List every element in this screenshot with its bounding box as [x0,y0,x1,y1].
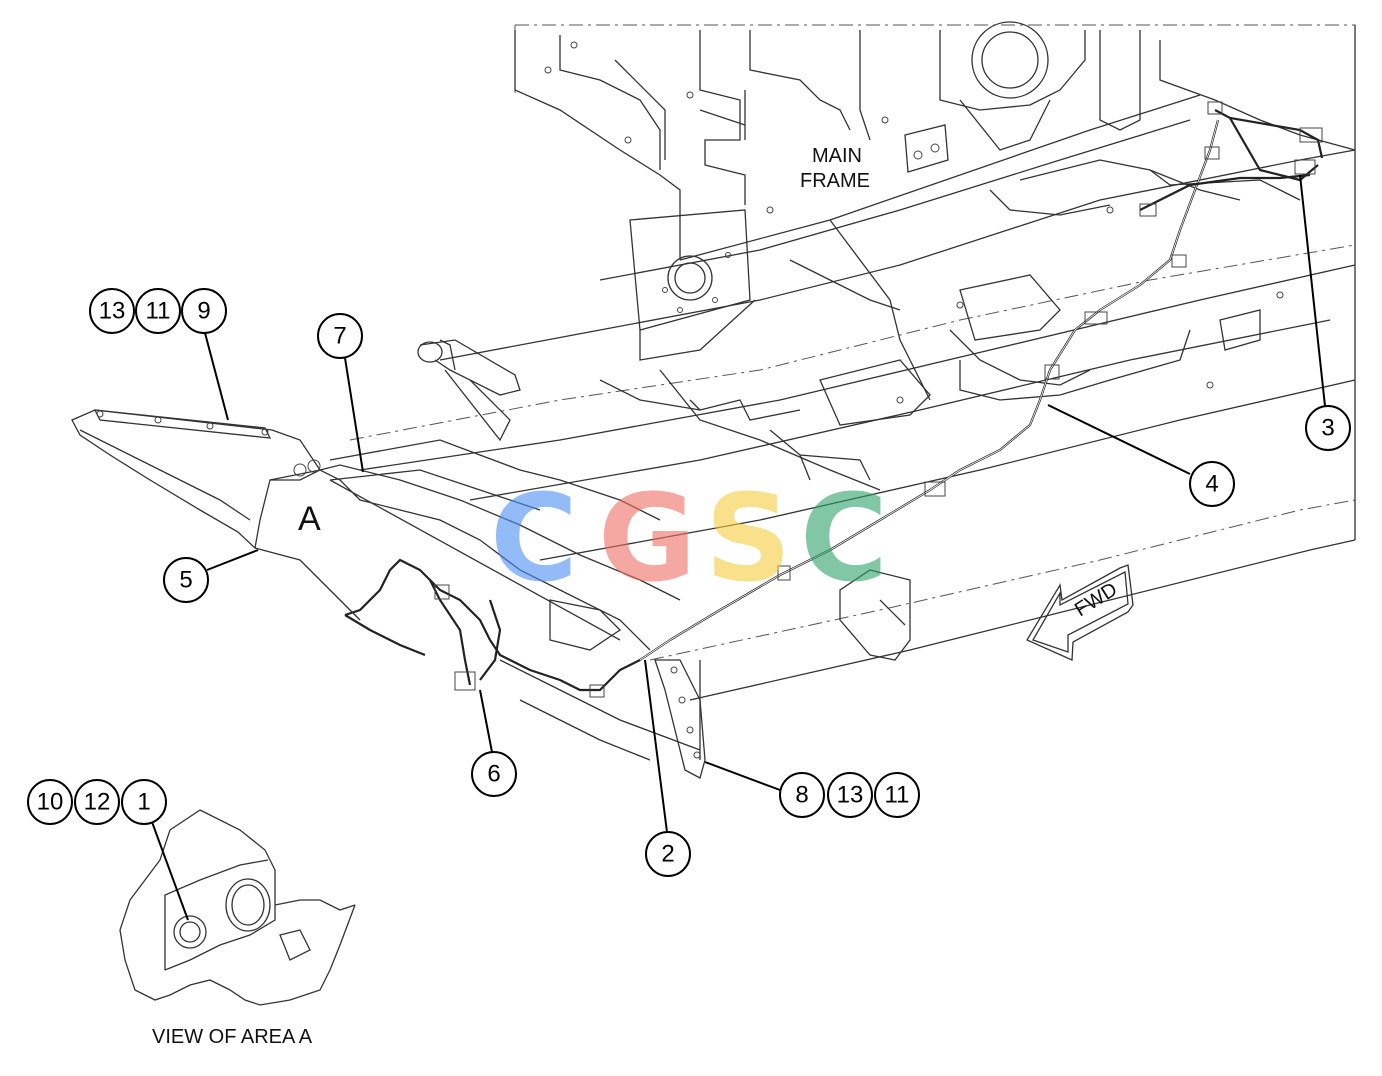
callout-12-text: 12 [84,789,111,816]
callout-4: 4 [1189,461,1235,507]
view-area-a-inset [119,809,356,1006]
watermark-letter-4: C [800,470,888,609]
callout-7-text: 7 [333,323,346,350]
callout-11-top-text: 11 [146,298,171,325]
callout-4-text: 4 [1205,471,1218,498]
view-caption: VIEW OF AREA A [152,1026,313,1048]
main-frame-drawing [329,21,1356,761]
fwd-label: FWD [1071,578,1121,621]
brake-tube-routing [344,101,1324,698]
callout-13-bottom-text: 13 [837,782,864,809]
callout-3: 3 [1305,405,1351,451]
callout-group-10-12-1: 10 12 1 [27,779,167,825]
callout-5-text: 5 [179,567,192,594]
callout-3-text: 3 [1321,415,1334,442]
callout-13-bottom: 13 [827,772,873,818]
watermark-letter-2: G [598,470,697,609]
forward-direction-arrow: FWD [1026,564,1134,661]
callout-8: 8 [779,772,825,818]
watermark-letter-1: C [490,470,578,609]
callout-2: 2 [645,831,691,877]
area-a-marker: A [298,500,321,538]
callout-5: 5 [163,557,209,603]
callout-1: 1 [121,779,167,825]
callout-6: 6 [471,751,517,797]
callout-13-top: 13 [89,288,135,334]
bracket-assembly [71,409,706,779]
callout-1-text: 1 [137,789,150,816]
main-frame-label-line2: FRAME [800,170,870,192]
callout-11-top: 11 [135,288,181,334]
callout-group-13-11-9: 13 11 9 [89,288,227,334]
main-frame-label-line1: MAIN [812,145,862,167]
watermark-logo: C G S C [490,470,888,609]
callout-7: 7 [317,313,363,359]
callout-2-text: 2 [661,841,674,868]
callout-8-text: 8 [795,782,808,809]
callout-9-text: 9 [197,298,210,325]
callout-10-text: 10 [37,789,64,816]
callout-group-8-13-11: 8 13 11 [779,772,920,818]
leader-lines [151,174,1326,921]
callout-12: 12 [74,779,120,825]
tube-clamps [434,101,1323,698]
callout-13-top-text: 13 [99,298,126,325]
callout-9: 9 [181,288,227,334]
callout-11-bottom-text: 11 [885,782,910,809]
callout-6-text: 6 [487,761,500,788]
watermark-letter-3: S [705,470,791,609]
frame-holes [544,41,1284,404]
callout-10: 10 [27,779,73,825]
callout-11-bottom: 11 [874,772,920,818]
